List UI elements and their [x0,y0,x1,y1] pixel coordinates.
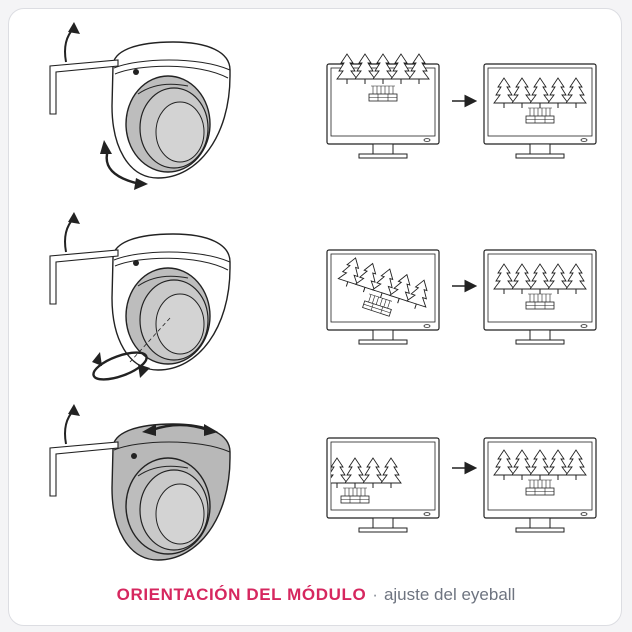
monitor-after-3 [483,437,597,533]
row-2-rotation [49,211,597,381]
monitor-before-1 [326,53,440,159]
wall-mount-bracket [49,21,119,115]
monitor-before-3 [326,437,440,533]
caption-title: ORIENTACIÓN DEL MÓDULO [116,585,367,604]
caption-subtitle: ajuste del eyeball [383,585,516,604]
wall-mount-bracket [49,403,119,497]
double-arrow-icon [100,140,148,190]
row-1-tilt [49,21,597,190]
wall-mount-bracket [49,211,119,305]
row-3-pan [49,403,597,561]
horizontal-double-arrow-icon [142,423,218,436]
camera-lens [125,267,211,365]
caption: ORIENTACIÓN DEL MÓDULO · ajuste del eyebal… [0,585,632,605]
camera-1 [49,21,231,179]
camera-lens [125,457,211,555]
monitor-after-1 [483,63,597,159]
camera-lens [125,75,211,173]
monitor-before-2 [326,249,440,345]
caption-separator: · [372,585,378,604]
camera-3 [49,403,231,561]
camera-2 [49,211,231,371]
rotate-arrow-icon [92,351,150,381]
monitor-after-2 [483,249,597,345]
